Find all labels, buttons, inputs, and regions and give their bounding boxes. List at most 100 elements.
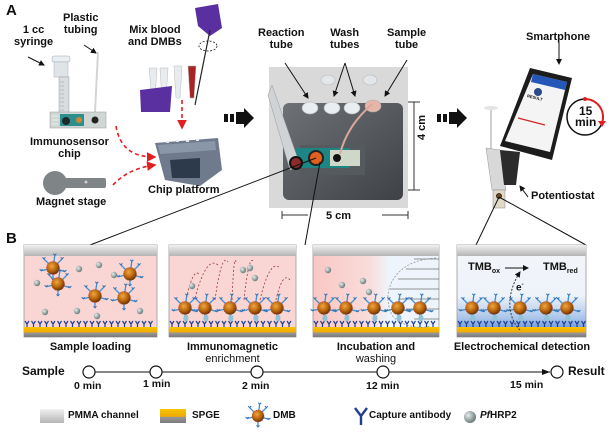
- bound-hrp2: [396, 314, 402, 322]
- capture-antibody: [89, 320, 95, 327]
- caption-enrichment-line1: Immunomagnetic: [186, 341, 279, 353]
- label-smartphone: Smartphone: [526, 31, 591, 43]
- capture-antibody: [352, 320, 358, 327]
- timeline-node-0: [82, 365, 96, 379]
- capture-antibody: [135, 320, 140, 327]
- capture-antibody: [141, 320, 147, 327]
- capture-antibody: [561, 320, 567, 327]
- panel-a-letter: A: [6, 2, 17, 19]
- capture-antibody: [63, 320, 69, 327]
- timeline-arrowhead: [542, 369, 550, 375]
- capture-antibody: [169, 320, 175, 327]
- chip-platform-photo: [155, 138, 222, 186]
- antibody-icon: [354, 407, 368, 425]
- pfhrp2-particle: [75, 265, 83, 273]
- pfhrp2-particle: [73, 307, 81, 315]
- arrow-wash-tube-1: [332, 62, 346, 97]
- capture-antibody: [50, 320, 56, 327]
- bound-hrp2: [492, 314, 498, 322]
- capture-antibody: [464, 320, 469, 327]
- caption-immunomagnetic-enrichment: Immunomagnetic enrichment: [169, 341, 296, 365]
- bound-hrp2: [183, 314, 189, 322]
- magnetic-field-line: [274, 277, 291, 305]
- process-arrow-1: [224, 108, 254, 128]
- magnetic-field-line: [194, 262, 219, 299]
- capture-antibody: [241, 320, 246, 327]
- legend-antibody-label: Capture antibody: [369, 410, 452, 421]
- capture-antibody: [44, 320, 49, 327]
- bound-hrp2: [518, 314, 524, 322]
- potentiostat-photo: [484, 106, 520, 209]
- arrow-reaction-tube: [284, 62, 309, 99]
- legend-hrp2-text: HRP2: [490, 410, 517, 421]
- capture-antibody: [37, 320, 43, 327]
- capture-antibody: [535, 320, 541, 327]
- caption-incubation-line2: washing: [355, 353, 397, 365]
- label-wash-line2: tubes: [330, 39, 360, 51]
- capture-antibody: [247, 320, 253, 327]
- capture-antibody: [522, 320, 528, 327]
- bound-hrp2: [203, 314, 209, 322]
- tmb-ox-label: TMBox: [468, 261, 500, 275]
- pmma-swatch: [40, 409, 64, 423]
- capture-antibody: [457, 320, 463, 327]
- bound-hrp2: [544, 314, 550, 322]
- capture-antibody: [70, 320, 75, 327]
- label-syringe: 1 cc syringe: [14, 24, 53, 48]
- pfhrp2-particle: [338, 281, 346, 289]
- timeline-time-4: 15 min: [510, 379, 544, 391]
- electron-transfer-arrow: [509, 271, 521, 331]
- label-tubing: Plastic tubing: [63, 12, 98, 36]
- dmb-particle: [110, 283, 138, 311]
- capture-antibody: [182, 320, 188, 327]
- capture-antibody: [280, 320, 285, 327]
- capture-antibody: [31, 320, 36, 327]
- capture-antibody: [122, 320, 127, 327]
- timeline-time-2: 2 min: [242, 380, 270, 392]
- bound-hrp2: [344, 314, 350, 322]
- pfhrp2-particle: [41, 308, 49, 316]
- capture-antibody: [398, 320, 403, 327]
- legend-spge-label: SPGE: [192, 410, 220, 421]
- capture-antibody: [503, 320, 508, 327]
- label-mix-line2: and DMBs: [128, 36, 182, 48]
- bound-hrp2: [565, 314, 571, 322]
- caption-sample-loading: Sample loading: [24, 341, 157, 353]
- arrow-tubing: [83, 44, 97, 54]
- electron-superscript: -: [521, 282, 524, 288]
- capture-antibody: [365, 320, 371, 327]
- pfhrp2-particle: [136, 307, 144, 315]
- timer-value: 15: [578, 104, 593, 118]
- timeline-time-3: 12 min: [366, 380, 400, 392]
- caption-sample-loading-line1: Sample loading: [49, 341, 132, 353]
- capture-antibody: [260, 320, 266, 327]
- smartphone-photo: [500, 68, 572, 160]
- timeline-node-1: [149, 365, 163, 379]
- label-width-dimension: 5 cm: [326, 210, 352, 222]
- dmb-particle: [480, 293, 508, 321]
- label-wash-line1: Wash: [330, 27, 360, 39]
- capture-antibody: [509, 320, 515, 327]
- capture-antibody: [313, 320, 319, 327]
- label-reaction-tube: Reaction tube: [258, 27, 304, 51]
- process-arrow-2: [437, 108, 467, 128]
- timeline-start-label: Sample: [22, 364, 65, 378]
- label-sample-tube: Sample tube: [387, 27, 426, 51]
- caption-enrichment-line2: enrichment: [205, 353, 260, 365]
- capture-antibody: [548, 320, 554, 327]
- label-mix-line1: Mix blood: [129, 24, 181, 36]
- dmb-particle: [245, 402, 271, 428]
- bound-hrp2: [253, 314, 259, 322]
- timeline-time-1: 1 min: [143, 378, 171, 390]
- capture-antibody: [574, 320, 580, 327]
- capture-antibody: [581, 320, 586, 327]
- label-chip-platform: Chip platform: [148, 184, 220, 196]
- bound-hrp2: [322, 314, 328, 322]
- capture-antibody: [234, 320, 240, 327]
- capture-antibody: [490, 320, 495, 327]
- timeline-time-0: 0 min: [74, 380, 102, 392]
- tubing-photo: [94, 51, 99, 113]
- bound-hrp2: [275, 314, 281, 322]
- label-syringe-line1: 1 cc: [22, 24, 45, 36]
